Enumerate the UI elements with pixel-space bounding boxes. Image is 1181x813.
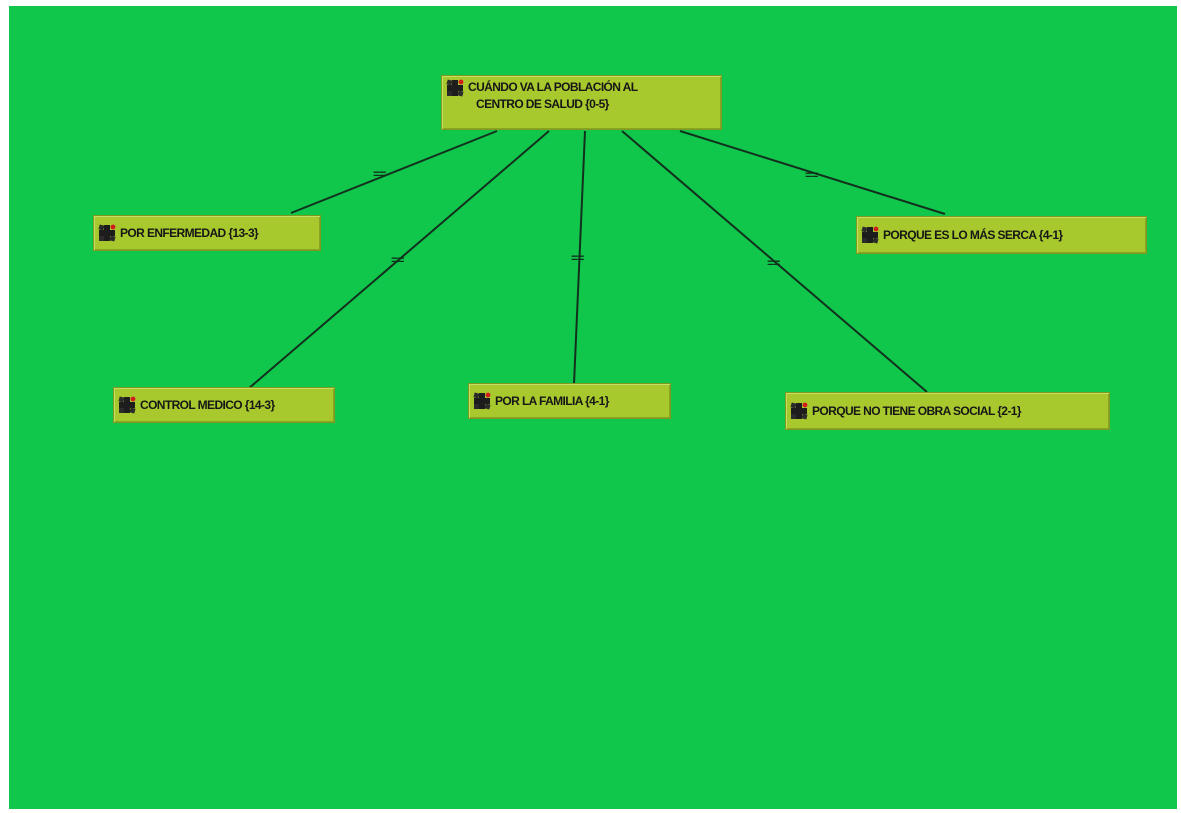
code-network-icon <box>860 226 880 244</box>
node-porque-no-tiene-obra-social[interactable]: PORQUE NO TIENE OBRA SOCIAL {2-1} <box>785 392 1110 430</box>
code-network-icon <box>472 392 492 410</box>
code-network-icon <box>97 224 117 242</box>
node-root[interactable]: CUÁNDO VA LA POBLACIÓN AL CENTRO DE SALU… <box>441 75 722 130</box>
relation-label-obra-social: == <box>767 257 780 271</box>
node-por-enfermedad-label: POR ENFERMEDAD {13-3} <box>120 225 259 240</box>
relation-label-serca: == <box>805 169 818 183</box>
node-por-enfermedad[interactable]: POR ENFERMEDAD {13-3} <box>93 215 321 251</box>
relation-label-enfermedad: == <box>373 168 386 182</box>
node-control-medico-label: CONTROL MEDICO {14-3} <box>140 397 275 412</box>
code-network-icon <box>117 396 137 414</box>
node-root-line2: CENTRO DE SALUD {0-5} <box>476 97 609 111</box>
node-por-la-familia[interactable]: POR LA FAMILIA {4-1} <box>468 383 671 419</box>
node-porque-es-lo-mas-serca-label: PORQUE ES LO MÁS SERCA {4-1} <box>883 227 1063 242</box>
code-network-icon <box>789 402 809 420</box>
node-por-la-familia-label: POR LA FAMILIA {4-1} <box>495 393 609 408</box>
relation-label-familia: == <box>571 252 584 266</box>
node-control-medico[interactable]: CONTROL MEDICO {14-3} <box>113 387 335 423</box>
node-porque-es-lo-mas-serca[interactable]: PORQUE ES LO MÁS SERCA {4-1} <box>856 216 1147 254</box>
node-porque-no-tiene-obra-social-label: PORQUE NO TIENE OBRA SOCIAL {2-1} <box>812 403 1022 418</box>
relation-label-control: == <box>391 254 404 268</box>
code-network-icon <box>445 79 465 97</box>
node-root-line1: CUÁNDO VA LA POBLACIÓN AL <box>468 80 638 94</box>
